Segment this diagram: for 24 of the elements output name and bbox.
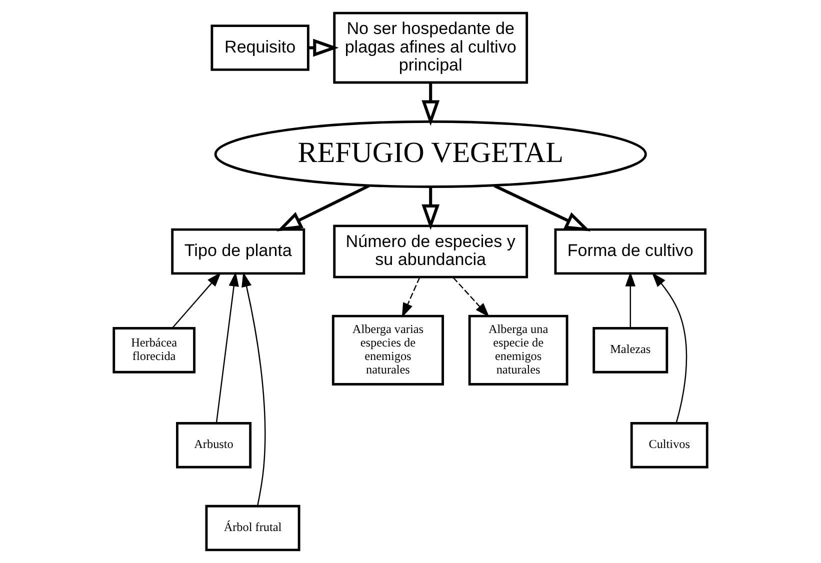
arrow [452,277,490,318]
node-box: Malezas [592,327,668,374]
node-box: Forma de cultivo [554,228,707,275]
node-box: Número de especies y su abundancia [333,224,528,278]
node-box: Herbácea florecida [112,327,196,374]
arrow [422,83,440,126]
arrow [172,272,222,329]
arrow [402,277,420,318]
node-box: Alberga varias especies de enemigos naturales [332,314,444,386]
arrow [216,272,239,424]
arrow [494,184,591,232]
arrow [276,184,370,232]
arrow [242,272,266,506]
node-box: Árbol frutal [205,504,300,552]
arrow [652,272,688,424]
arrow [422,187,440,230]
node-box: Arbusto [176,422,252,468]
node-box: Alberga una especie de enemigos naturales [468,314,568,386]
node-box: Requisito [210,24,310,71]
node-box: Cultivos [630,422,708,468]
node-box: No ser hospedante de plagas afines al cultivo principal [333,12,528,84]
node-box: Tipo de planta [171,228,306,275]
arrow [625,272,636,328]
node-ellipse: REFUGIO VEGETAL [214,120,647,188]
